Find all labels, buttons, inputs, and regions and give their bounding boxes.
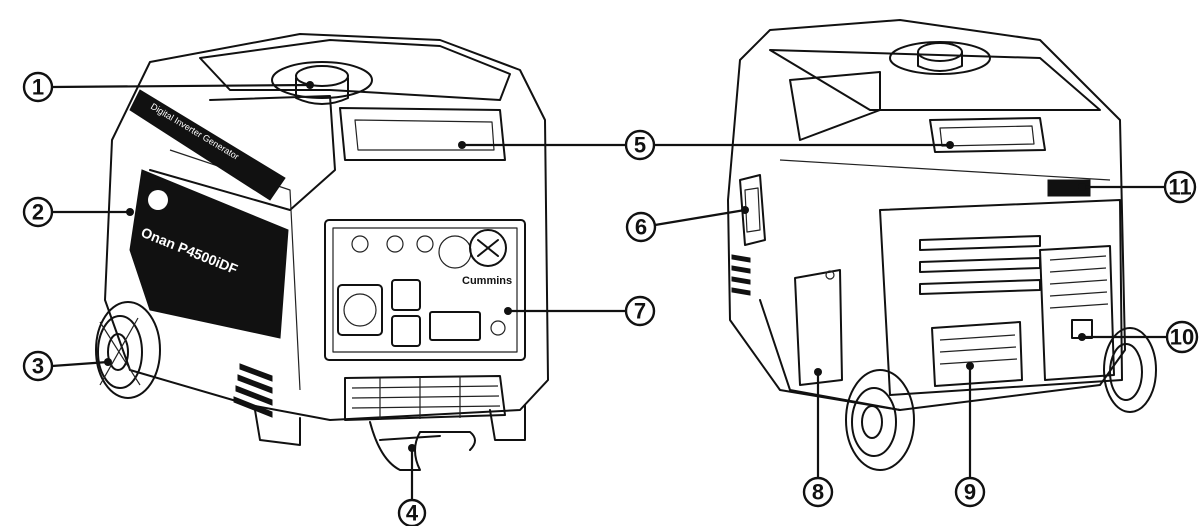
- callout-1: 1: [24, 73, 52, 101]
- fuel-cap-well: [272, 62, 372, 98]
- rear-generator: [728, 20, 1156, 470]
- svg-text:10: 10: [1170, 325, 1194, 350]
- front-wheel: [96, 302, 160, 398]
- bottom-handle: [370, 422, 475, 470]
- svg-text:9: 9: [964, 480, 976, 505]
- svg-text:7: 7: [634, 299, 646, 324]
- svg-text:4: 4: [406, 501, 419, 526]
- maintenance-cover: [795, 270, 842, 385]
- fuel-cap: [296, 66, 348, 86]
- callout-3: 3: [24, 352, 52, 380]
- control-panel: [325, 220, 525, 360]
- callout-10: 10: [1167, 322, 1197, 352]
- callout-6: 6: [627, 213, 655, 241]
- rear-fuel-cap-well: [890, 42, 990, 74]
- panel-brand: Cummins: [462, 275, 512, 287]
- svg-text:3: 3: [32, 354, 44, 379]
- carry-handle-front: [340, 108, 505, 160]
- svg-text:1: 1: [32, 75, 44, 100]
- rear-grille: [1040, 246, 1114, 380]
- svg-text:6: 6: [635, 215, 647, 240]
- rear-shell-outline: [728, 20, 1125, 410]
- callout-4: 4: [399, 500, 425, 526]
- rear-top: [770, 50, 1100, 110]
- rear-wheel-left: [846, 370, 914, 470]
- svg-text:8: 8: [812, 480, 824, 505]
- callout-8: 8: [804, 478, 832, 506]
- rear-louvers: [920, 236, 1040, 294]
- callout-11: 11: [1165, 172, 1195, 202]
- front-foot-left: [255, 410, 300, 445]
- exhaust-vent: [932, 322, 1022, 386]
- cummins-logo-icon: [148, 190, 168, 210]
- svg-text:5: 5: [634, 133, 646, 158]
- callout-9: 9: [956, 478, 984, 506]
- side-vents-rear: [732, 255, 750, 295]
- callout-7: 7: [626, 297, 654, 325]
- svg-text:2: 2: [32, 200, 44, 225]
- front-generator: Digital Inverter Generator Onan P4500iDF…: [96, 34, 548, 470]
- svg-text:11: 11: [1168, 175, 1191, 200]
- callout-2: 2: [24, 198, 52, 226]
- rear-panel: [880, 200, 1122, 395]
- callout-5: 5: [626, 131, 654, 159]
- rear-fuel-cap: [918, 43, 962, 61]
